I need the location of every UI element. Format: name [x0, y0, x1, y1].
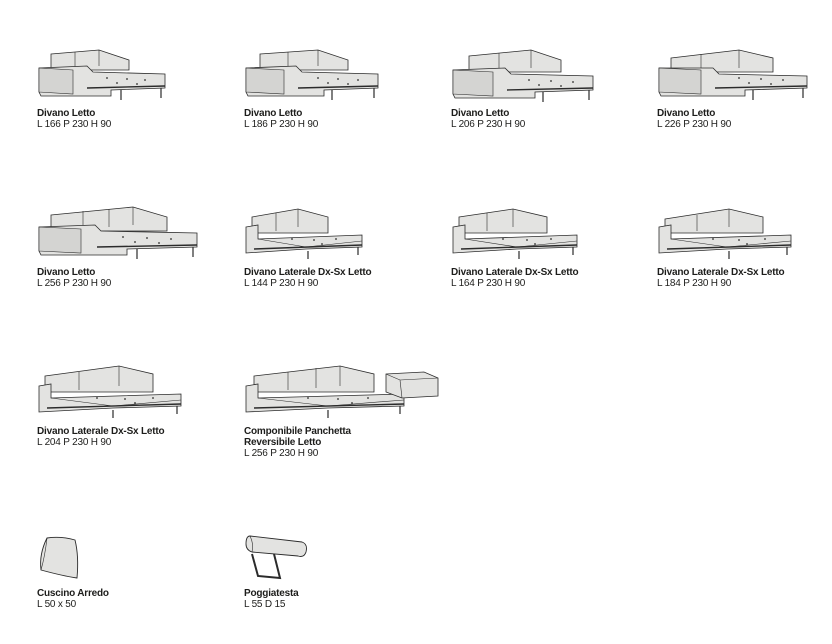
product-name: Divano Letto: [657, 108, 716, 119]
sofa-bed-illustration: [245, 208, 363, 259]
headrest-illustration: [245, 535, 307, 580]
product-name: Divano Laterale Dx-Sx Letto: [451, 267, 579, 278]
product-name: Divano Letto: [37, 108, 96, 119]
product-dimensions: L 55 D 15: [244, 599, 286, 610]
product-divano-letto-206[interactable]: Divano Letto L 206 P 230 H 90: [451, 46, 641, 130]
product-poggiatesta[interactable]: Poggiatesta L 55 D 15: [244, 532, 434, 610]
product-name: Divano Letto: [451, 108, 510, 119]
cushion-illustration: [40, 536, 79, 579]
sofa-bed-illustration: [38, 365, 182, 418]
sofa-bed-illustration: [38, 206, 198, 259]
product-dimensions: L 256 P 230 H 90: [244, 448, 319, 459]
product-divano-letto-226[interactable]: Divano Letto L 226 P 230 H 90: [657, 46, 832, 130]
product-dimensions: L 226 P 230 H 90: [657, 119, 732, 130]
product-name-line-2: Reversibile Letto: [244, 437, 322, 448]
product-dimensions: L 256 P 230 H 90: [37, 278, 112, 289]
product-cuscino-arredo[interactable]: Cuscino Arredo L 50 x 50: [37, 534, 227, 610]
product-dimensions: L 164 P 230 H 90: [451, 278, 526, 289]
product-dimensions: L 186 P 230 H 90: [244, 119, 319, 130]
product-divano-laterale-204[interactable]: Divano Laterale Dx-Sx Letto L 204 P 230 …: [37, 362, 227, 448]
sofa-bed-illustration: [452, 49, 594, 102]
product-name: Divano Letto: [37, 267, 96, 278]
product-divano-laterale-164[interactable]: Divano Laterale Dx-Sx Letto L 164 P 230 …: [451, 203, 641, 289]
product-dimensions: L 144 P 230 H 90: [244, 278, 319, 289]
sofa-bed-illustration: [658, 208, 792, 259]
product-componibile-panchetta[interactable]: Componibile Panchetta Reversibile Letto …: [244, 362, 439, 459]
sofa-bed-illustration: [245, 49, 379, 100]
product-name: Divano Laterale Dx-Sx Letto: [244, 267, 372, 278]
product-dimensions: L 166 P 230 H 90: [37, 119, 112, 130]
sofa-bed-illustration: [38, 49, 166, 100]
product-divano-laterale-184[interactable]: Divano Laterale Dx-Sx Letto L 184 P 230 …: [657, 203, 832, 289]
sofa-bed-illustration: [245, 365, 439, 418]
product-dimensions: L 206 P 230 H 90: [451, 119, 526, 130]
product-divano-letto-256[interactable]: Divano Letto L 256 P 230 H 90: [37, 203, 227, 289]
product-divano-laterale-144[interactable]: Divano Laterale Dx-Sx Letto L 144 P 230 …: [244, 203, 434, 289]
product-name: Componibile Panchetta: [244, 426, 351, 437]
product-name: Poggiatesta: [244, 588, 299, 599]
product-dimensions: L 184 P 230 H 90: [657, 278, 732, 289]
product-name: Cuscino Arredo: [37, 588, 109, 599]
product-dimensions: L 50 x 50: [37, 599, 76, 610]
product-name: Divano Letto: [244, 108, 303, 119]
sofa-bed-illustration: [452, 208, 578, 259]
product-divano-letto-166[interactable]: Divano Letto L 166 P 230 H 90: [37, 46, 227, 130]
product-name: Divano Laterale Dx-Sx Letto: [37, 426, 165, 437]
product-divano-letto-186[interactable]: Divano Letto L 186 P 230 H 90: [244, 46, 434, 130]
product-name: Divano Laterale Dx-Sx Letto: [657, 267, 785, 278]
product-dimensions: L 204 P 230 H 90: [37, 437, 112, 448]
sofa-bed-illustration: [658, 49, 808, 100]
